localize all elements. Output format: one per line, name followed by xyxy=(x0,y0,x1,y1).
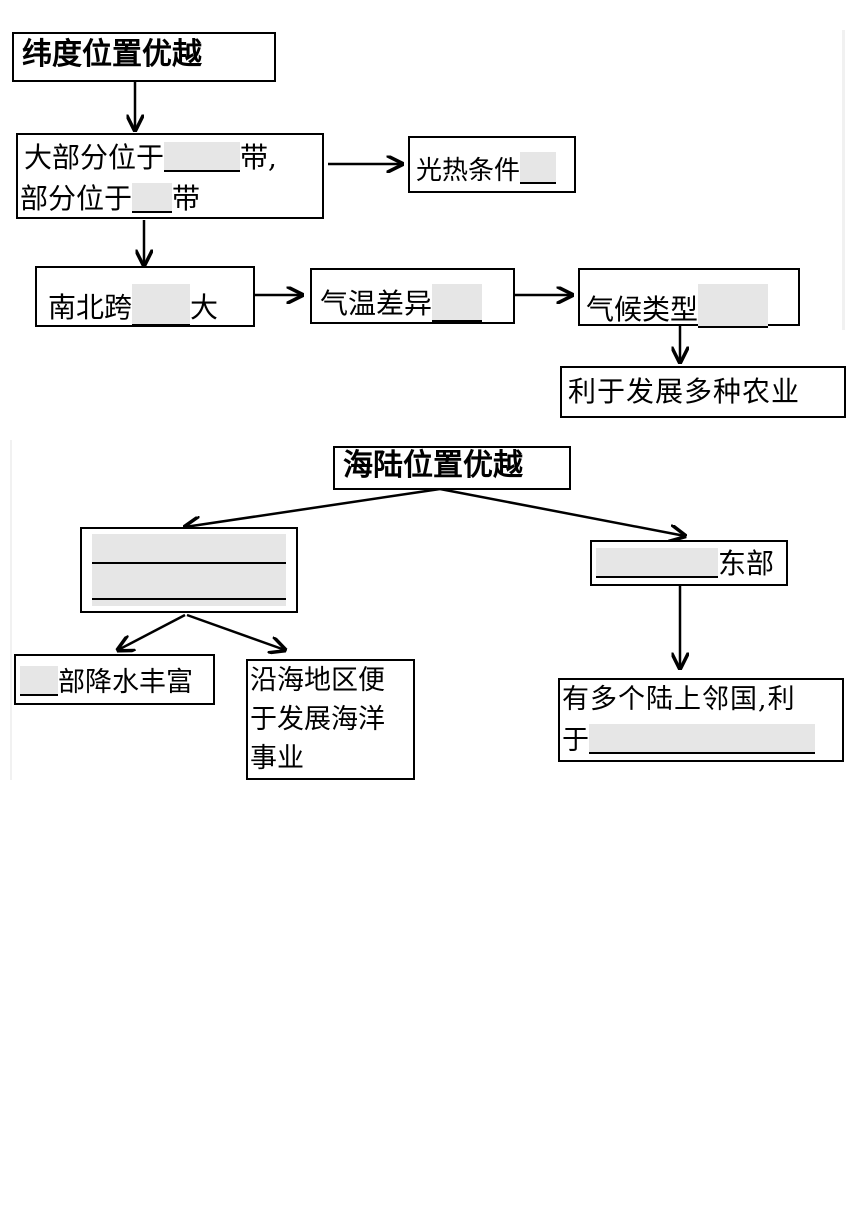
coast-blank-fill xyxy=(92,534,286,606)
span-blank xyxy=(132,284,191,326)
neighbors-line-2-text: 于 xyxy=(562,725,589,756)
coastal-line-1: 沿海地区便 xyxy=(250,665,385,696)
latitude-title: 纬度位置优越 xyxy=(12,32,276,82)
neighbors-line-1: 有多个陆上邻国,利 xyxy=(562,684,796,715)
latitude-title-text: 纬度位置优越 xyxy=(22,37,202,72)
neighbors-blank xyxy=(589,724,815,754)
east-blank xyxy=(596,548,718,578)
temp-diff-label: 气温差异 xyxy=(320,287,433,320)
temp-diff-text: 气温差异 xyxy=(320,280,483,322)
coastal-line-2: 于发展海洋 xyxy=(250,704,385,735)
arrow-left-to-precip xyxy=(118,613,186,650)
span-pre: 南北跨 xyxy=(48,291,133,324)
coastal-line-3: 事业 xyxy=(250,743,304,774)
lat-line1: 大部分位于 带, xyxy=(24,142,277,172)
agriculture-text: 利于发展多种农业 xyxy=(568,375,801,408)
left-edge-line xyxy=(10,440,12,780)
lat-line2-post: 带 xyxy=(172,182,201,215)
light-heat-text: 光热条件 xyxy=(416,152,557,186)
precipitation-blank xyxy=(20,666,58,696)
light-heat-label: 光热条件 xyxy=(416,156,521,186)
coast-blank-line-2 xyxy=(92,598,286,600)
lat-line1-pre: 大部分位于 xyxy=(24,141,165,174)
coast-blank-line-1 xyxy=(92,562,286,564)
span-post: 大 xyxy=(190,291,219,324)
lat-blank-1 xyxy=(164,142,241,172)
precipitation-post: 部降水丰富 xyxy=(58,667,193,698)
arrow-sea-title-to-left xyxy=(185,487,441,527)
agriculture-box xyxy=(560,366,846,418)
climate-type-label: 气候类型 xyxy=(586,293,699,326)
climate-type-text: 气候类型 xyxy=(586,280,769,328)
lat-line2-pre: 部分位于 xyxy=(20,182,133,215)
arrow-sea-title-to-east xyxy=(439,487,685,536)
east-text: 东部 xyxy=(596,548,774,578)
lat-blank-2 xyxy=(132,183,173,213)
lat-line1-post: 带, xyxy=(240,141,277,174)
sea-land-title: 海陆位置优越 xyxy=(333,446,571,490)
temp-diff-blank xyxy=(432,284,483,322)
neighbors-line-2: 于 xyxy=(562,724,815,754)
coastal-box xyxy=(246,659,415,780)
right-edge-line xyxy=(842,30,845,330)
east-post: 东部 xyxy=(718,547,775,580)
light-heat-blank xyxy=(520,152,557,184)
sea-land-title-text: 海陆位置优越 xyxy=(343,448,523,483)
climate-type-blank xyxy=(698,284,769,328)
arrow-left-to-coastal xyxy=(186,613,285,650)
lat-line2: 部分位于 带 xyxy=(20,183,200,213)
precipitation-text: 部降水丰富 xyxy=(20,666,193,696)
span-text: 南北跨 大 xyxy=(48,280,219,326)
